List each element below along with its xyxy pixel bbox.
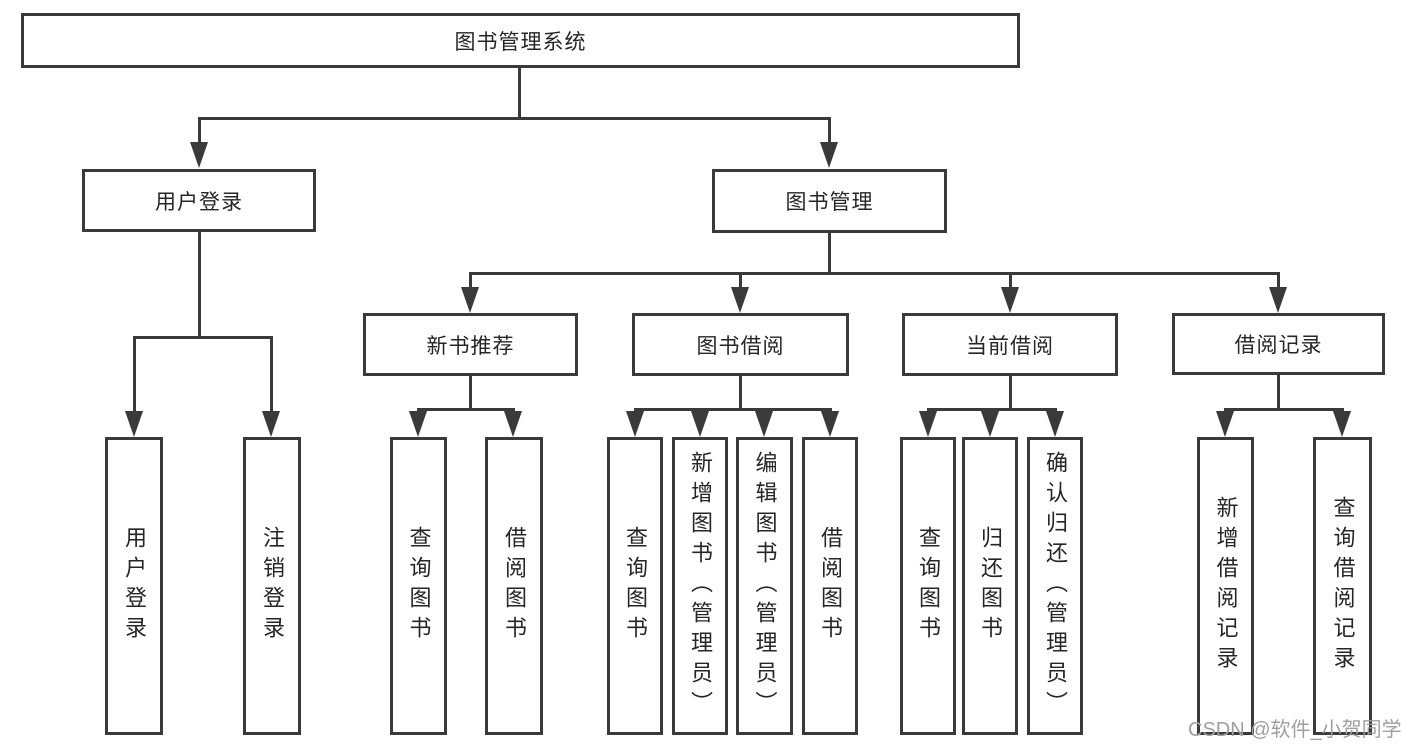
node-label: 图书管理系统 [454, 30, 587, 54]
connector-line [1277, 272, 1280, 289]
arrow-down-icon [731, 287, 749, 313]
leaf-user-login: 用户登录 [105, 437, 163, 735]
node-label: 借阅记录 [1234, 334, 1323, 357]
leaf-confirm-return-admin: 确认归还（管理员） [1027, 437, 1083, 735]
node-label: 编辑图书（管理员） [752, 451, 778, 721]
connector-line [927, 408, 1057, 411]
connector-line [634, 408, 832, 411]
node-label: 查询图书 [406, 526, 432, 646]
node-book-management: 图书管理 [712, 169, 947, 233]
node-label: 当前借阅 [966, 334, 1054, 358]
node-label: 查询图书 [623, 526, 648, 646]
node-label: 查询图书 [916, 526, 941, 646]
node-label: 新增借阅记录 [1213, 496, 1239, 676]
arrow-down-icon [1046, 411, 1064, 437]
leaf-logout: 注销登录 [243, 437, 301, 735]
connector-line [1009, 272, 1012, 289]
connector-line [469, 272, 1280, 275]
arrow-down-icon [1216, 411, 1234, 437]
arrow-down-icon [919, 411, 937, 437]
leaf-search-books-borrowing: 查询图书 [607, 437, 663, 735]
leaf-search-books-recommend: 查询图书 [390, 437, 447, 735]
connector-line [469, 272, 472, 289]
arrow-down-icon [461, 287, 479, 313]
node-label: 查询借阅记录 [1330, 496, 1356, 676]
connector-line [270, 336, 273, 413]
node-book-borrowing: 图书借阅 [632, 313, 849, 376]
node-new-book-recommend: 新书推荐 [363, 313, 578, 376]
arrow-down-icon [504, 411, 522, 437]
node-label: 借阅图书 [818, 526, 843, 646]
arrow-down-icon [691, 411, 709, 437]
connector-line [739, 272, 742, 289]
leaf-add-borrow-record: 新增借阅记录 [1197, 437, 1254, 735]
connector-line [518, 68, 521, 118]
node-label: 归还图书 [978, 526, 1003, 646]
leaf-borrow-books-borrowing: 借阅图书 [802, 437, 858, 735]
node-label: 图书管理 [785, 191, 874, 214]
csdn-watermark: CSDN @软件_小贺同学 [1188, 719, 1402, 741]
node-root-library-system: 图书管理系统 [21, 13, 1020, 68]
node-label: 借阅图书 [502, 526, 527, 646]
connector-line [1224, 408, 1344, 411]
connector-line [133, 336, 136, 413]
connector-line [739, 376, 742, 410]
connector-line [417, 408, 515, 411]
node-label: 注销登录 [260, 526, 285, 646]
arrow-down-icon [981, 411, 999, 437]
arrow-down-icon [1333, 411, 1351, 437]
arrow-down-icon [755, 411, 773, 437]
leaf-borrow-books-recommend: 借阅图书 [485, 437, 543, 735]
arrow-down-icon [1001, 287, 1019, 313]
connector-line [828, 117, 831, 147]
arrow-down-icon [626, 411, 644, 437]
node-label: 图书借阅 [696, 334, 785, 358]
node-label: 用户登录 [122, 526, 147, 646]
arrow-down-icon [820, 142, 838, 168]
connector-line [198, 232, 201, 338]
connector-line [133, 336, 273, 339]
node-label: 新书推荐 [426, 334, 515, 358]
connector-line [1277, 375, 1280, 410]
node-label: 用户登录 [155, 190, 243, 214]
leaf-return-books: 归还图书 [962, 437, 1018, 735]
arrow-down-icon [125, 411, 143, 437]
leaf-search-books-current: 查询图书 [900, 437, 956, 735]
arrow-down-icon [1269, 287, 1287, 313]
connector-line [1009, 376, 1012, 410]
node-user-login: 用户登录 [82, 169, 316, 232]
node-borrowing-records: 借阅记录 [1172, 313, 1385, 375]
node-label: 确认归还（管理员） [1043, 451, 1068, 721]
node-label: 新增图书（管理员） [688, 451, 713, 721]
arrow-down-icon [409, 411, 427, 437]
leaf-search-borrow-record: 查询借阅记录 [1313, 437, 1372, 735]
connector-line [198, 117, 201, 147]
arrow-down-icon [262, 411, 280, 437]
connector-line [469, 376, 472, 410]
connector-line [198, 117, 831, 120]
arrow-down-icon [190, 142, 208, 168]
leaf-edit-books-admin: 编辑图书（管理员） [736, 437, 793, 735]
connector-line [828, 233, 831, 274]
leaf-add-books-admin: 新增图书（管理员） [672, 437, 728, 735]
arrow-down-icon [821, 411, 839, 437]
node-current-borrowing: 当前借阅 [902, 313, 1118, 376]
